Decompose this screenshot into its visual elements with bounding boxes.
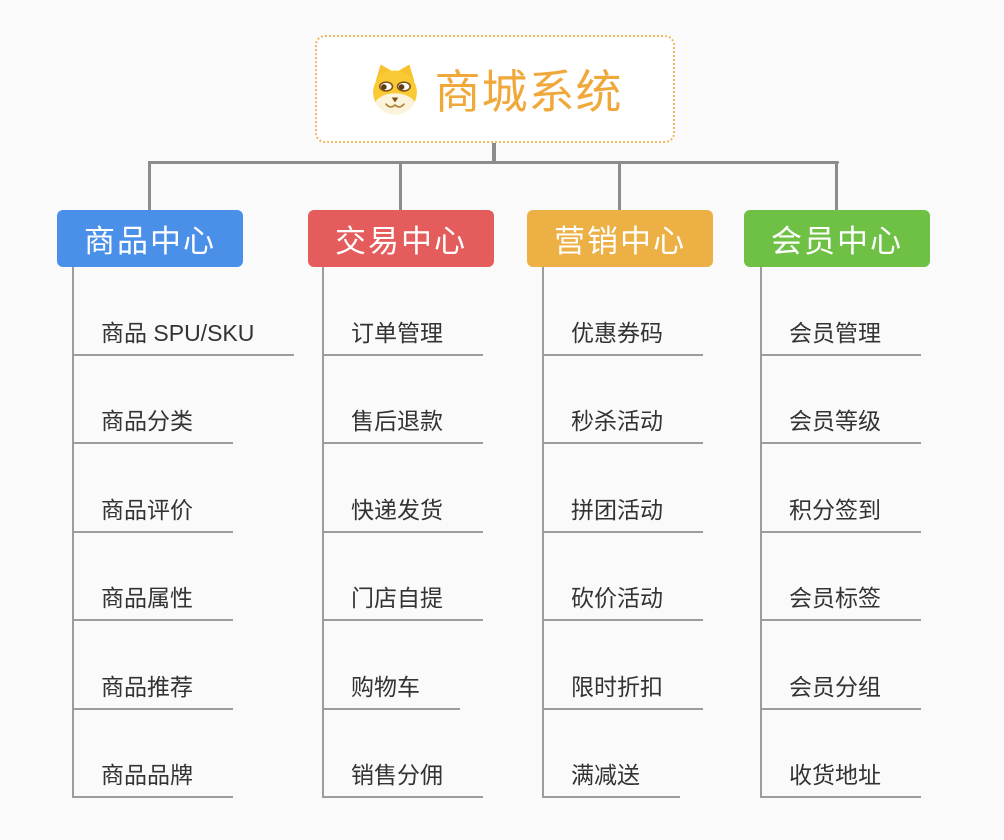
connector-drop-member-center <box>835 161 838 211</box>
connector-drop-product-center <box>148 161 151 211</box>
child-topic[interactable]: 满减送 <box>544 710 680 798</box>
child-topic[interactable]: 快递发货 <box>324 444 483 533</box>
connector-drop-trade-center <box>399 161 402 211</box>
branch-children-marketing-center: 优惠券码秒杀活动拼团活动砍价活动限时折扣满减送 <box>542 267 703 798</box>
child-topic[interactable]: 秒杀活动 <box>544 356 703 444</box>
child-topic[interactable]: 会员管理 <box>762 267 921 356</box>
child-topic[interactable]: 拼团活动 <box>544 444 703 533</box>
child-topic[interactable]: 商品品牌 <box>74 710 233 798</box>
child-topic[interactable]: 商品分类 <box>74 356 233 444</box>
branch-node-member-center[interactable]: 会员中心 <box>744 210 930 267</box>
child-topic[interactable]: 会员标签 <box>762 533 921 621</box>
branch-children-member-center: 会员管理会员等级积分签到会员标签会员分组收货地址 <box>760 267 921 798</box>
dog-face-icon <box>372 64 417 115</box>
child-topic[interactable]: 积分签到 <box>762 444 921 533</box>
root-node[interactable]: 商城系统 <box>315 35 675 143</box>
child-topic[interactable]: 收货地址 <box>762 710 921 798</box>
branch-node-trade-center[interactable]: 交易中心 <box>308 210 494 267</box>
child-topic[interactable]: 会员等级 <box>762 356 921 444</box>
root-title: 商城系统 <box>434 66 623 118</box>
branch-children-trade-center: 订单管理售后退款快递发货门店自提购物车销售分佣 <box>322 267 483 798</box>
child-topic[interactable]: 门店自提 <box>324 533 483 621</box>
child-topic[interactable]: 商品属性 <box>74 533 233 621</box>
branch-node-product-center[interactable]: 商品中心 <box>57 210 243 267</box>
child-topic[interactable]: 订单管理 <box>324 267 483 356</box>
child-topic[interactable]: 销售分佣 <box>324 710 483 798</box>
child-topic[interactable]: 购物车 <box>324 621 460 710</box>
child-topic[interactable]: 会员分组 <box>762 621 921 710</box>
child-topic[interactable]: 优惠券码 <box>544 267 703 356</box>
connector-bus <box>148 161 839 164</box>
child-topic[interactable]: 商品推荐 <box>74 621 233 710</box>
child-topic[interactable]: 砍价活动 <box>544 533 703 621</box>
branch-node-marketing-center[interactable]: 营销中心 <box>527 210 713 267</box>
child-topic[interactable]: 售后退款 <box>324 356 483 444</box>
child-topic[interactable]: 商品 SPU/SKU <box>74 267 295 356</box>
child-topic[interactable]: 限时折扣 <box>544 621 703 710</box>
connector-root-stub <box>492 142 496 164</box>
child-topic[interactable]: 商品评价 <box>74 444 233 533</box>
connector-drop-marketing-center <box>618 161 621 211</box>
